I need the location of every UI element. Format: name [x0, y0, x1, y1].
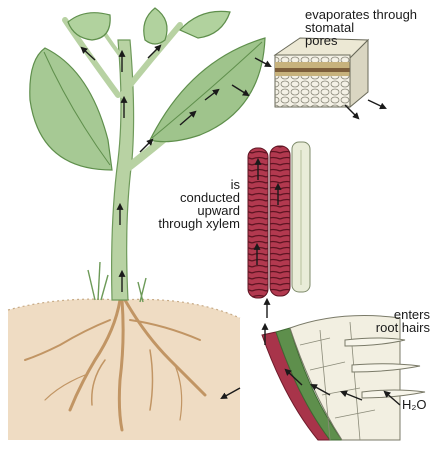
leaves — [30, 8, 265, 170]
evaporates-label-line3: pores — [305, 34, 417, 47]
arrow-icon — [345, 105, 358, 118]
enters-label-line2: root hairs — [355, 321, 430, 334]
evaporates-label: evaporates through stomatal pores — [305, 8, 417, 47]
right-big-leaf — [150, 38, 265, 142]
xylem-label-line4: through xylem — [150, 217, 240, 230]
xylem-label: is conducted upward through xylem — [150, 178, 240, 230]
top-leaf — [144, 8, 167, 44]
stomata-tissue-block — [275, 38, 368, 107]
arrow-icon — [368, 100, 385, 108]
enters-label: enters root hairs — [355, 308, 430, 334]
top-right-leaf — [180, 11, 230, 38]
water-label: H₂O — [402, 398, 427, 411]
water-label-text: H₂O — [402, 398, 427, 411]
